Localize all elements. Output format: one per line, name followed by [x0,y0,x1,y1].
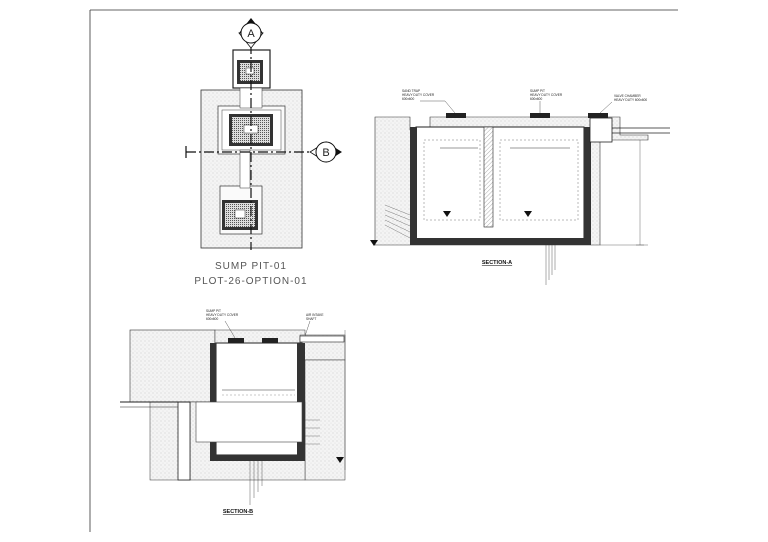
sump-pit-plan: A B SUMP PIT-01 PLOT-26-OPTION-01 [185,18,342,287]
section-a-label: SECTION-A [482,260,512,266]
svg-text:HEAVY DUTY COVER: HEAVY DUTY COVER [206,313,239,317]
svg-text:HEAVY DUTY 600x600: HEAVY DUTY 600x600 [614,98,647,102]
plan-title-line2: PLOT-26-OPTION-01 [194,276,307,287]
svg-text:HEAVY DUTY COVER: HEAVY DUTY COVER [402,93,435,97]
svg-text:600x600: 600x600 [206,317,218,321]
section-a-drawing: SAND TRAP HEAVY DUTY COVER 600x600 SUMP … [370,89,670,285]
svg-text:SAND TRAP: SAND TRAP [402,89,420,93]
cover-top-icon [237,60,263,84]
section-b-label: SECTION-B [223,509,253,515]
callout-valve-chamber: VALVE CHAMBER HEAVY DUTY 600x600 [599,94,647,114]
plan-title-line1: SUMP PIT-01 [215,261,287,272]
svg-text:HEAVY DUTY COVER: HEAVY DUTY COVER [530,93,563,97]
svg-text:SUMP PIT: SUMP PIT [530,89,545,93]
callout-sump-pit-b: SUMP PIT HEAVY DUTY COVER 600x600 [206,309,239,339]
svg-text:600x600: 600x600 [530,97,542,101]
svg-text:SHAFT: SHAFT [306,317,317,321]
section-b-drawing: SUMP PIT HEAVY DUTY COVER 600x600 AIR IN… [120,309,346,515]
sheet-border [89,9,678,532]
svg-text:AIR INTAKE: AIR INTAKE [306,313,323,317]
svg-text:SUMP PIT: SUMP PIT [206,309,221,313]
cover-bottom-icon [222,200,258,230]
section-line-b [185,146,320,158]
section-marker-b: B [309,141,342,163]
marker-b-label: B [322,147,329,159]
callout-sand-trap: SAND TRAP HEAVY DUTY COVER 600x600 [402,89,456,114]
svg-text:VALVE CHAMBER: VALVE CHAMBER [614,94,641,98]
svg-text:600x600: 600x600 [402,97,414,101]
callout-side-b: AIR INTAKE SHAFT [304,313,323,337]
section-marker-a: A [238,18,264,49]
callout-sump-pit: SUMP PIT HEAVY DUTY COVER 600x600 [530,89,563,113]
marker-a-label: A [247,28,255,40]
